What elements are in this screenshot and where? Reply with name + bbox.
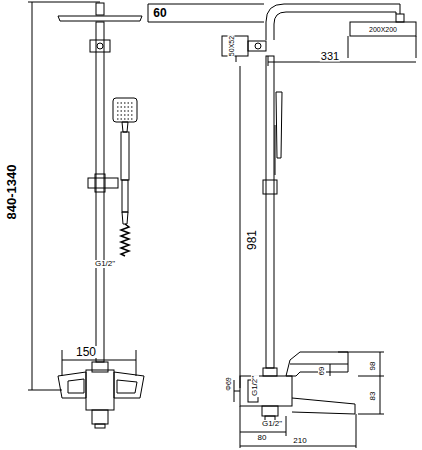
dimension-label: Φ69	[225, 376, 232, 391]
dimension-label: 60	[152, 7, 167, 19]
dimension-label: 210	[292, 437, 307, 445]
dimension-label: G1/2"	[261, 420, 283, 428]
dimension-label: 200X200	[368, 26, 398, 33]
dimension-label: 69	[318, 366, 326, 377]
dimension-label: G1/2"	[94, 260, 116, 268]
dimension-label: 98	[369, 361, 377, 372]
dimension-label: 150	[75, 346, 97, 358]
dimension-label: 981	[246, 229, 258, 251]
dimension-label: 80	[257, 434, 268, 442]
dimension-label: 83	[369, 391, 377, 402]
dimension-label: 840-1340	[5, 164, 18, 221]
dimension-label: 50X52	[228, 35, 235, 57]
dimension-label: G1/2"	[251, 375, 259, 397]
dimension-label: 331	[320, 51, 340, 62]
